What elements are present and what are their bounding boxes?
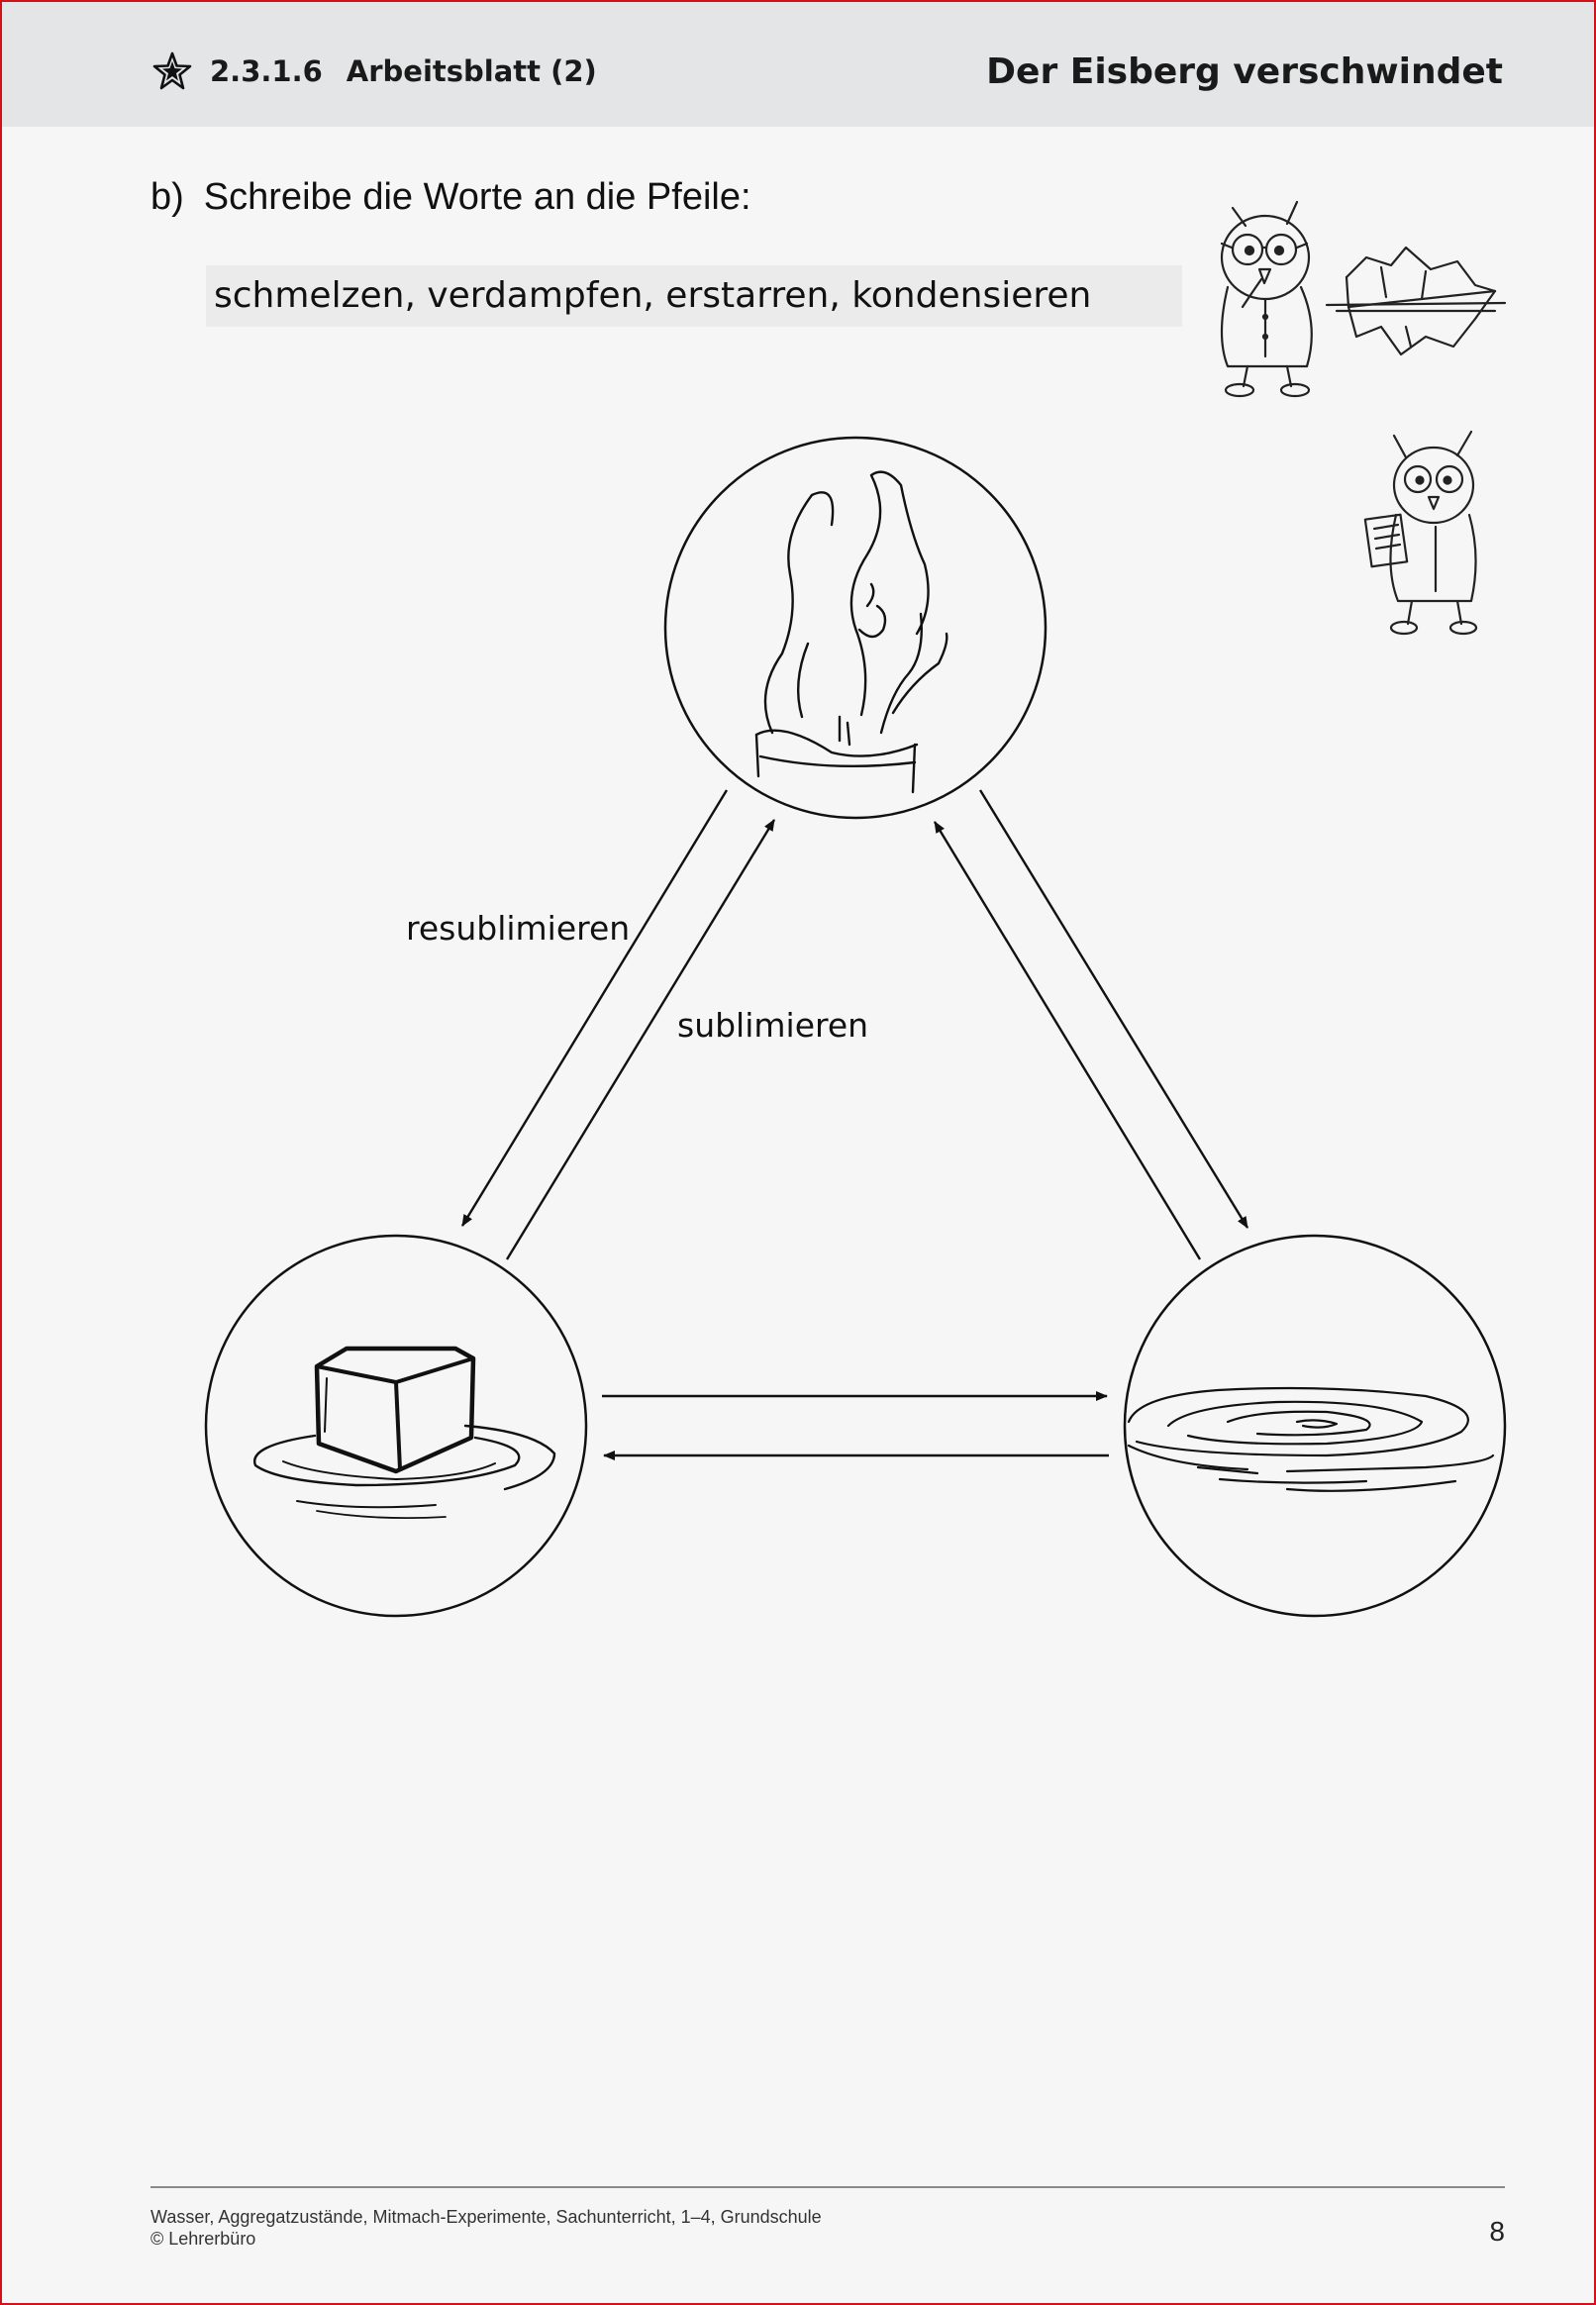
header-left: 2.3.1.6 Arbeitsblatt (2) <box>152 51 597 91</box>
worksheet-number: 2.3.1.6 <box>210 54 323 88</box>
solid-state-circle <box>204 1234 588 1618</box>
owl-with-iceberg-illustration <box>1220 200 1507 398</box>
label-sublimieren: sublimieren <box>677 1006 869 1045</box>
page-header: 2.3.1.6 Arbeitsblatt (2) Der Eisberg ver… <box>2 2 1594 127</box>
liquid-state-circle <box>1123 1234 1507 1618</box>
arrow-solid-to-gas <box>505 819 776 1260</box>
ice-cube-icon <box>252 1346 556 1520</box>
task-heading: b) Schreibe die Worte an die Pfeile: <box>150 176 751 219</box>
steam-icon <box>754 470 948 794</box>
word-bank: schmelzen, verdampfen, erstarren, konden… <box>206 265 1182 327</box>
footer-line-2: © Lehrerbüro <box>150 2229 256 2249</box>
footer-text: Wasser, Aggregatzustände, Mitmach-Experi… <box>150 2206 822 2250</box>
label-resublimieren: resublimieren <box>406 909 631 948</box>
page-number: 8 <box>1489 2216 1505 2247</box>
gas-state-circle <box>663 436 1047 820</box>
word-bank-text: schmelzen, verdampfen, erstarren, konden… <box>214 275 1092 316</box>
footer-divider <box>150 2186 1505 2188</box>
water-puddle-icon <box>1127 1386 1495 1492</box>
page-title: Der Eisberg verschwindet <box>986 51 1503 92</box>
task-letter: b) <box>150 176 184 218</box>
task-instruction: Schreibe die Worte an die Pfeile: <box>203 176 751 218</box>
arrow-gas-to-solid <box>460 789 729 1227</box>
arrow-gas-to-liquid <box>978 789 1249 1229</box>
owl-with-notepad-illustration <box>1363 430 1478 636</box>
footer-line-1: Wasser, Aggregatzustände, Mitmach-Experi… <box>150 2207 822 2227</box>
arrow-liquid-to-gas <box>933 821 1202 1260</box>
worksheet-label: Arbeitsblatt (2) <box>346 54 597 88</box>
star-icon <box>152 51 192 90</box>
